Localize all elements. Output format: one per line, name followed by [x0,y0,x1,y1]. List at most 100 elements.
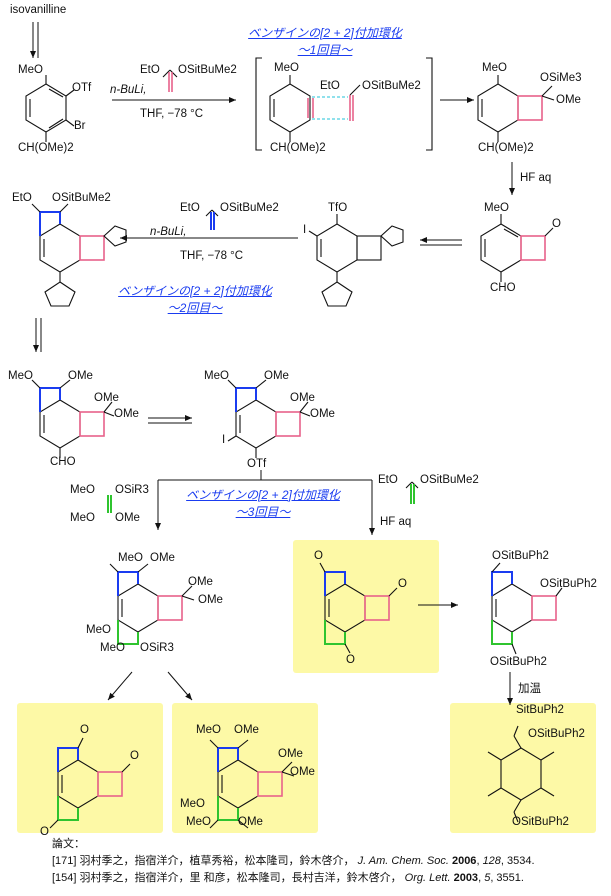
m7-i-label: I [222,434,226,446]
reagent3a-ome: OMe [115,512,140,524]
molecule-tricyclic-trione [319,562,398,654]
intermediate-acetal-label: CH(OMe)2 [270,142,326,154]
arrow-equilibrium-2 [148,415,192,424]
m6-ome2-label: OMe [94,392,119,404]
caption-1-line1: ベンザインの[2 + 2]付加環化 [248,26,402,40]
m9-o1-label: O [314,550,323,562]
m8-ome3-label: OMe [198,594,223,606]
caption-cycloaddition-2: ベンザインの[2 + 2]付加環化 〜2回目〜 [110,282,280,316]
m10-osi2-label: OSitBuPh2 [540,578,597,590]
m8-osir-label: OSiR3 [140,642,174,654]
highlight-box-hexamethoxy-product [172,703,318,833]
reagent2-base: n-BuLi, [150,226,187,238]
reagent-silyl-ketene-acetal-3 [405,481,419,504]
ref-171-volume: 128 [482,855,501,867]
ref-154-year: 2003 [453,872,479,884]
reagent3a-meo: MeO [70,484,95,496]
ref-154-journal: Org. Lett. [404,872,451,884]
m6-ome1-label: OMe [68,370,93,382]
m13-si-label: SitBuPh2 [516,704,564,716]
m9-o3-label: O [346,654,355,666]
reagent1-conditions: THF, −78 °C [140,108,204,120]
ref-154-number: [154] [52,872,77,884]
m3-cho-label: CHO [490,282,516,294]
molecule-iodo-triflate-acetal [308,214,404,307]
molecule-tris-cyclobutene-adduct [109,563,195,645]
m3-o-label: O [552,218,561,230]
molecule-iodo-triflate-bis-cyclobutene [227,379,311,458]
m3-meo-label: MeO [484,202,509,214]
m10-osi1-label: OSitBuPh2 [492,550,549,562]
m7-meo-label: MeO [204,370,229,382]
ref-171-year: 2006 [451,855,477,867]
label-isovanilline: isovanilline [10,4,67,16]
arrow-row2-down [33,318,42,352]
m13-osi-label: OSitBuPh2 [528,728,585,740]
molecule-hexamethoxy-product [209,739,295,829]
reagent1-eto: EtO [140,64,160,76]
bracket-intermediate [255,57,433,151]
reagent2-eto: EtO [180,202,200,214]
reagent-tetramethoxyethylene [107,495,112,513]
m12-ome-label: OMe [234,724,259,736]
highlight-box-tricyclic-trione [293,540,439,673]
m1-meo-label: MeO [18,64,43,76]
arrow-branch [155,470,375,535]
molecule-radialene-product [487,725,555,823]
caption-cycloaddition-1: ベンザインの[2 + 2]付加環化 〜1回目〜 [240,24,410,58]
m2-acetal-label: CH(OMe)2 [478,142,534,154]
m7-ome1-label: OMe [264,370,289,382]
reagent2-osi: OSitBuMe2 [220,202,279,214]
reagent1-base: n-BuLi, [110,84,147,96]
reagent3b-osi: OSitBuMe2 [420,474,479,486]
reagent2-conditions: THF, −78 °C [180,250,244,262]
m6-meo-label: MeO [8,370,33,382]
reference-154: [154] 羽村季之，指宿洋介，里 和彦，松本隆司，長村吉洋，鈴木啓介， Org… [52,872,524,884]
intermediate-eto-label: EtO [320,80,340,92]
m8-ome2-label: OMe [188,576,213,588]
m2-ome-label: OMe [556,94,581,106]
reagent3a-meo2: MeO [70,512,95,524]
m4-tfo-label: TfO [328,202,348,214]
arrow-isovanilline-down [30,22,39,58]
intermediate-osi-label: OSitBuMe2 [362,80,421,92]
m8-meo3-label: MeO [100,642,125,654]
reagent3a-osir: OSiR3 [115,484,149,496]
m12-ome3-label: OMe [290,766,315,778]
m8-ome-label: OMe [150,552,175,564]
ref-171-page: , 3534. [500,855,535,867]
ref-154-volume: 5 [484,872,491,884]
reagent3b-eto: EtO [378,474,398,486]
molecule-bis-cyclobutene-adduct [31,203,127,307]
molecule-benzyne-intermediate [269,75,361,142]
molecule-tris-silyloxy [491,562,563,655]
reference-171: [171] 羽村季之，指宿洋介，植草秀裕，松本隆司，鈴木啓介， J. Am. C… [52,855,535,867]
reagent-silyl-ketene-acetal-2 [205,209,219,230]
molecule-benzocyclobutene-1 [477,75,555,142]
m12-meo3-label: MeO [186,816,211,828]
hf-label-2: HF aq [380,516,412,528]
m7-ome2-label: OMe [290,392,315,404]
m6-cho-label: CHO [50,456,76,468]
m8-meo2-label: MeO [86,624,111,636]
m2-osi-label: OSiMe3 [540,72,582,84]
arrow-to-trione [107,671,133,701]
m5-osi-label: OSitBuMe2 [52,192,111,204]
heat-label: 加温 [518,683,541,695]
m12-ome4-label: OMe [238,816,263,828]
m7-otf-label: OTf [247,458,267,470]
caption-2-line1: ベンザインの[2 + 2]付加環化 [118,284,272,298]
m12-meo-label: MeO [196,724,221,736]
references-header: 論文： [52,838,85,850]
m5-eto-label: EtO [12,192,32,204]
ref-154-page: , 3551. [490,872,524,884]
ref-154-authors: 羽村季之，指宿洋介，里 和彦，松本隆司，長村吉洋，鈴木啓介， [79,872,402,884]
m10-osi3-label: OSitBuPh2 [490,656,547,668]
caption-3-line1: ベンザインの[2 + 2]付加環化 [186,488,340,502]
m11-o1-label: O [80,724,89,736]
m11-o3-label: O [40,826,49,838]
intermediate-meo-label: MeO [274,62,299,74]
m11-o2-label: O [130,750,139,762]
m4-i-label: I [303,224,307,236]
